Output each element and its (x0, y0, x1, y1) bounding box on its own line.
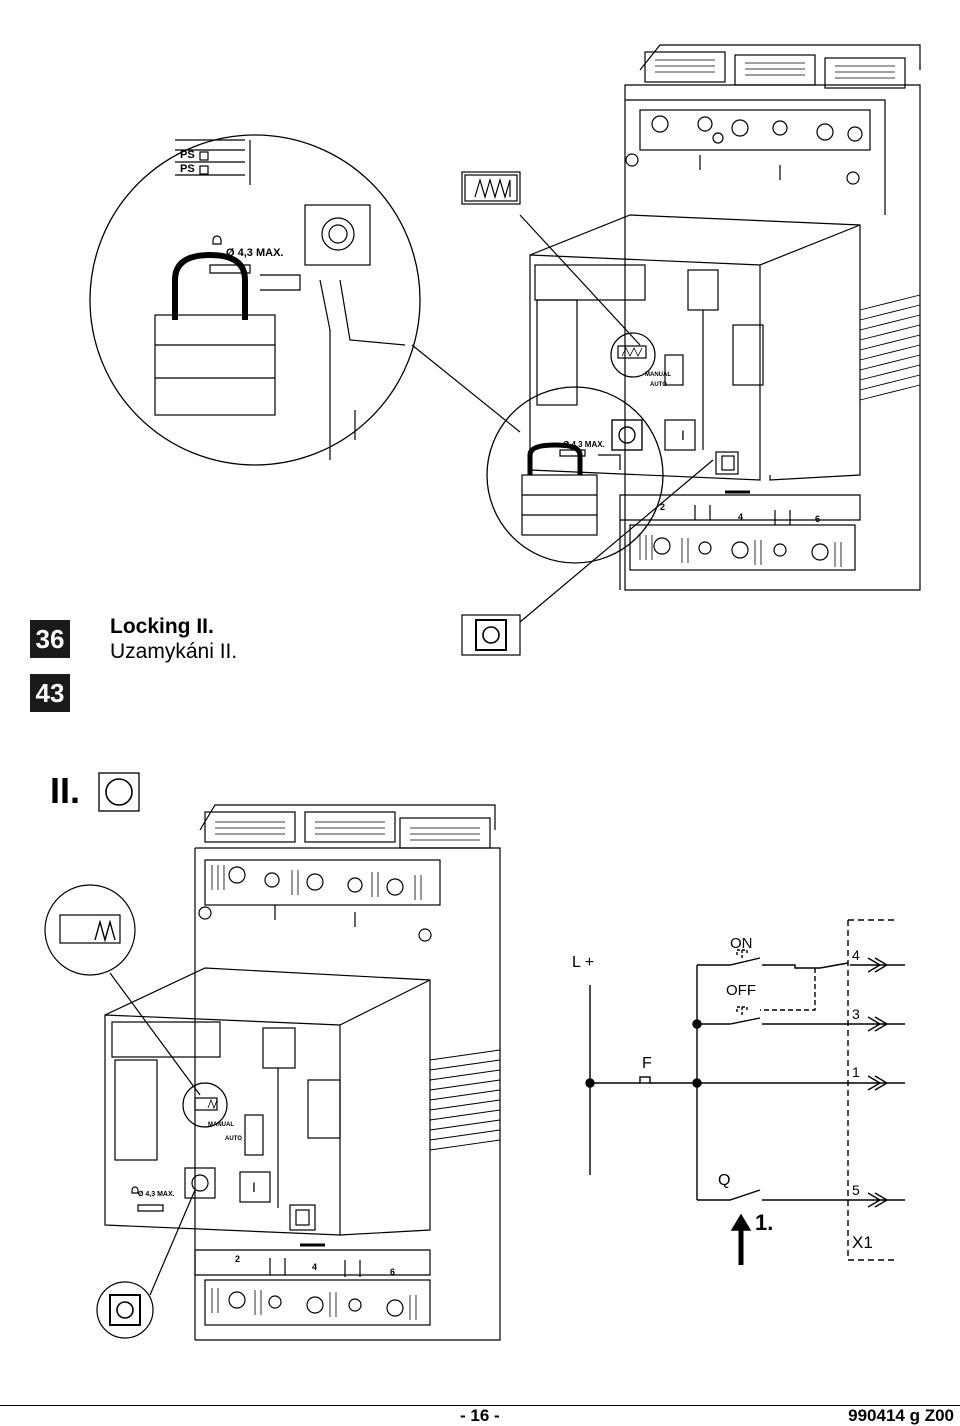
magnifier-small-content (521, 419, 643, 536)
magnifier-small (486, 386, 664, 564)
footer-rule (0, 1405, 960, 1406)
step-label: 1. (755, 1210, 773, 1235)
breaker-label: Q (718, 1172, 730, 1189)
o-button-icon-section (98, 772, 140, 812)
svg-text:I: I (252, 1179, 256, 1195)
svg-text:I: I (681, 427, 685, 443)
o-button-callout-top (461, 614, 521, 656)
top-manual-label: MANUAL (645, 372, 671, 378)
connector-label: X1 (852, 1233, 873, 1252)
magnifier-o-button-bottom (96, 1281, 154, 1339)
page-title: Locking II. (110, 615, 214, 638)
page-number: - 16 - (460, 1406, 500, 1425)
bottom-terminal-4: 4 (312, 1262, 317, 1272)
terminal-label-3: 3 (852, 1006, 860, 1022)
supply-label: L + (572, 954, 594, 971)
off-label: OFF (726, 982, 756, 999)
top-terminal-2: 2 (660, 502, 665, 512)
on-label: ON (730, 935, 753, 952)
spring-symbol-callout (461, 171, 521, 205)
magnifier-large-content (154, 139, 406, 460)
document-id: 990414 g Z00 (848, 1406, 954, 1425)
top-breaker-illustration: I (529, 44, 921, 591)
magnifier-ps-label-2: PS (180, 163, 195, 175)
page-subtitle: Uzamykáni II. (110, 640, 238, 663)
bottom-breaker-illustration: I (104, 804, 501, 1341)
magnifier-padlock-label: Ø 4,3 MAX. (226, 247, 283, 259)
bottom-auto-label: AUTO (225, 1136, 242, 1142)
chapter-badge-top: 36 (30, 620, 70, 658)
terminal-label-1: 1 (852, 1064, 860, 1080)
bottom-terminal-numbers: 2 4 6 (235, 1254, 395, 1277)
terminal-label-4: 4 (852, 947, 860, 963)
section-label: II. (50, 770, 81, 811)
magnifier-large (89, 134, 421, 466)
small-magnifier-padlock-label: Ø 4,3 MAX. (563, 440, 605, 449)
wiring-schematic (585, 919, 905, 1265)
magnifier-ps-label-1: PS (180, 149, 195, 161)
top-terminal-numbers: 2 4 6 (660, 502, 820, 524)
bottom-terminal-2: 2 (235, 1254, 240, 1264)
terminal-label-5: 5 (852, 1182, 860, 1198)
top-terminal-4: 4 (738, 512, 743, 522)
fuse-label: F (642, 1055, 652, 1072)
top-auto-label: AUTO (650, 382, 667, 388)
bottom-terminal-6: 6 (390, 1267, 395, 1277)
chapter-badge-bottom: 43 (30, 674, 70, 712)
magnifier-spring-bottom (44, 884, 136, 976)
bottom-padlock-label: Ø 4,3 MAX. (138, 1191, 175, 1198)
top-terminal-6: 6 (815, 514, 820, 524)
bottom-manual-label: MANUAL (208, 1122, 234, 1128)
